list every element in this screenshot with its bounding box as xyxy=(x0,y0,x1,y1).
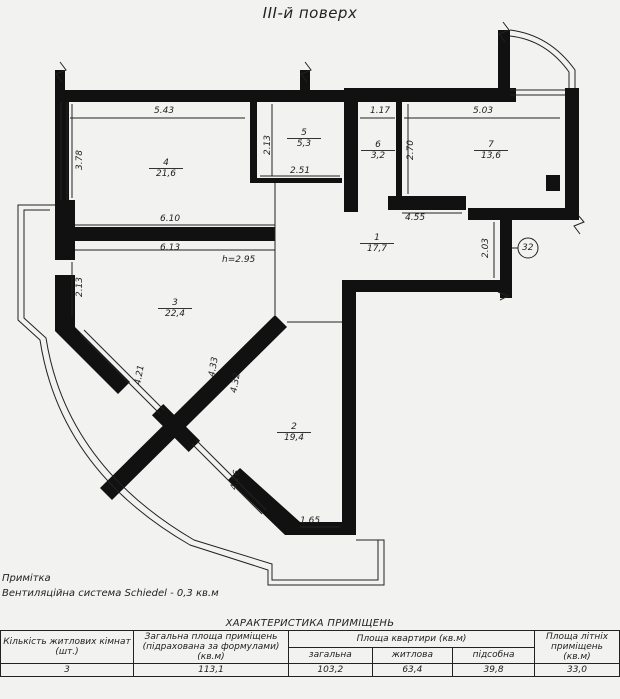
dimension-label: 2.03 xyxy=(481,237,492,259)
value-total: 103,2 xyxy=(288,663,373,677)
wall xyxy=(55,317,130,394)
header-summer: Площа літніх приміщень (кв.м) xyxy=(534,630,620,664)
wall xyxy=(228,468,300,535)
header-apartment: Площа квартири (кв.м) xyxy=(288,630,535,648)
dimension-label: 2.13 xyxy=(263,134,274,156)
dimension-label: 1.17 xyxy=(370,106,391,116)
dimension-label: 2.70 xyxy=(406,139,417,161)
header-rooms: Кількість житлових кімнат (шт.) xyxy=(0,630,134,664)
wall xyxy=(342,280,356,535)
dimension-label: 6.10 xyxy=(160,214,181,224)
wall xyxy=(500,208,512,298)
value-summer: 33,0 xyxy=(534,663,620,677)
floor-title: III-й поверх xyxy=(262,4,358,22)
value-auxiliary: 39,8 xyxy=(452,663,535,677)
wall xyxy=(250,100,257,182)
wall xyxy=(396,100,402,196)
wall xyxy=(55,227,275,241)
dimension-label: 5.03 xyxy=(473,106,494,116)
wall xyxy=(498,30,510,102)
dimension-label: 1.65 xyxy=(300,516,321,526)
value-rooms: 3 xyxy=(0,663,134,677)
table-row: 3 113,1 103,2 63,4 39,8 33,0 xyxy=(0,663,620,677)
table-caption: ХАРАКТЕРИСТИКА ПРИМІЩЕНЬ xyxy=(0,617,620,631)
wall xyxy=(344,88,516,102)
value-living: 63,4 xyxy=(371,663,454,677)
subheader-auxiliary: підсобна xyxy=(452,646,535,664)
wall xyxy=(468,208,579,220)
dimension-label: 2.13 xyxy=(75,276,86,298)
note-text: Вентиляційна система Schiedel - 0,3 кв.м xyxy=(2,588,219,599)
dimension-label: 4.55 xyxy=(405,213,426,223)
subheader-total: загальна xyxy=(288,646,373,664)
wall xyxy=(151,403,201,453)
dimension-label: 2.51 xyxy=(290,166,311,176)
wall xyxy=(250,178,342,183)
note-heading: Примітка xyxy=(2,573,51,584)
wall xyxy=(100,315,287,500)
wall xyxy=(55,100,69,200)
wall xyxy=(546,175,560,191)
subheader-living: житлова xyxy=(371,646,454,664)
dimension-label: 3.78 xyxy=(75,149,86,171)
wall xyxy=(300,70,310,102)
dimension-label: 5.43 xyxy=(154,106,175,116)
height-label: h=2.95 xyxy=(222,255,256,265)
wall xyxy=(55,275,75,317)
dimension-label: 6.13 xyxy=(160,243,181,253)
characteristics-table: ХАРАКТЕРИСТИКА ПРИМІЩЕНЬ Кількість житло… xyxy=(0,617,620,677)
axis-marker xyxy=(517,237,539,259)
floor-plan xyxy=(17,21,585,586)
value-total-formula: 113,1 xyxy=(133,663,289,677)
wall xyxy=(388,196,466,210)
wall xyxy=(300,522,356,535)
wall xyxy=(344,100,358,212)
wall xyxy=(565,88,579,220)
wall xyxy=(55,90,350,102)
wall xyxy=(55,70,65,102)
header-total-formula: Загальна площа приміщень (підрахована за… xyxy=(133,630,289,664)
wall xyxy=(342,280,512,292)
axis-marker-label: 32 xyxy=(522,243,534,253)
